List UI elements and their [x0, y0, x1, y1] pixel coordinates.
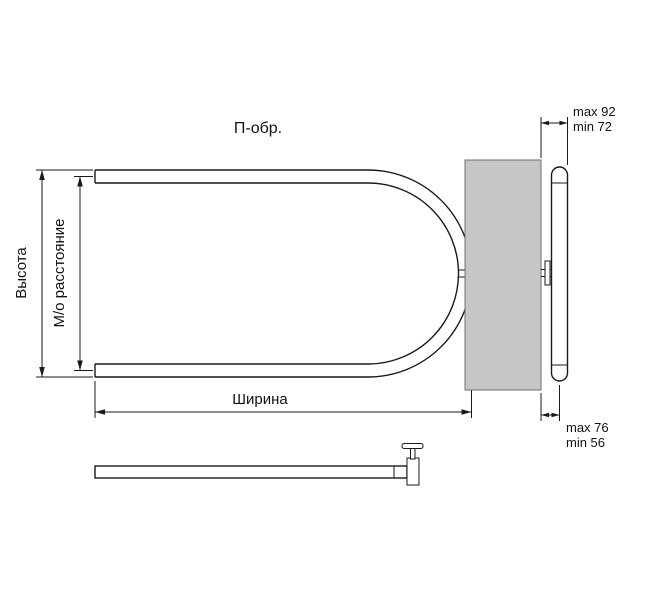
- height-dimension: Высота: [13, 169, 93, 378]
- center-distance-label: М/о расстояние: [51, 218, 68, 327]
- side-view: [464, 159, 569, 391]
- top-offset-max-label: max 92: [573, 104, 616, 119]
- wall-offset-bottom-dimension: max 76 min 56: [540, 385, 609, 450]
- rail-inner-outline: [95, 182, 460, 365]
- wall-offset-top-dimension: max 92 min 72: [540, 104, 616, 165]
- center-distance-dimension: М/о расстояние: [51, 176, 93, 371]
- width-label: Ширина: [232, 391, 288, 408]
- diagram-title: П-обр.: [234, 120, 282, 137]
- rail-outer-outline: [95, 169, 473, 378]
- wall: [464, 159, 542, 391]
- height-label: Высота: [13, 247, 30, 299]
- rail-top-view-bracket: [406, 457, 420, 486]
- wall-bracket-flange: [544, 260, 551, 286]
- bottom-offset-min-label: min 56: [566, 435, 605, 450]
- bottom-view: [94, 443, 424, 486]
- rail-side-tube: [550, 166, 569, 382]
- front-view: [94, 169, 473, 378]
- top-offset-min-label: min 72: [573, 119, 612, 134]
- bottom-offset-max-label: max 76: [566, 420, 609, 435]
- air-valve-cap: [401, 443, 424, 449]
- rail-top-view-tube: [94, 465, 408, 479]
- air-valve-stem: [410, 447, 416, 460]
- width-dimension: Ширина: [94, 281, 472, 418]
